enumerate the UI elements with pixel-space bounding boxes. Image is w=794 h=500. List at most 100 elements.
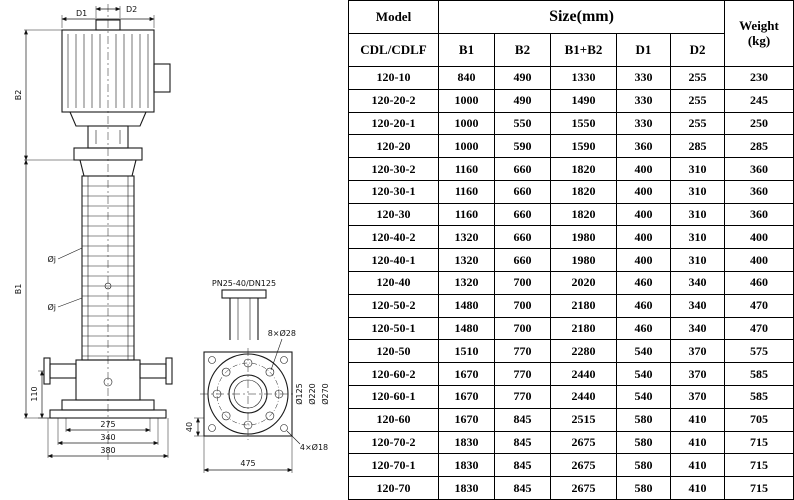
header-col-b1: B1: [438, 33, 495, 67]
value-cell: 1550: [550, 111, 617, 136]
value-cell: 585: [724, 384, 794, 409]
header-weight-unit: (kg): [747, 32, 771, 48]
value-cell: 370: [669, 384, 726, 409]
value-cell: 400: [724, 248, 794, 273]
value-cell: 540: [616, 362, 671, 386]
value-cell: 1670: [438, 384, 495, 409]
value-cell: 2180: [550, 293, 617, 318]
value-cell: 715: [724, 453, 794, 478]
flange-dimensions: 8×Ø28 Ø125 Ø220 Ø270 4×Ø18 40 475: [185, 328, 330, 473]
value-cell: 1320: [438, 225, 495, 250]
model-cell: 120-50-1: [348, 316, 439, 341]
phi-j1-label: Øj: [47, 254, 56, 264]
base-holes-label: 4×Ø18: [300, 442, 328, 452]
value-cell: 1820: [550, 202, 617, 227]
value-cell: 340: [669, 316, 726, 341]
value-cell: 585: [724, 362, 794, 386]
value-cell: 2020: [550, 271, 617, 295]
pump-column: [79, 159, 137, 361]
value-cell: 1830: [438, 430, 495, 455]
value-cell: 360: [616, 134, 671, 159]
value-cell: 310: [669, 225, 726, 250]
value-cell: 660: [494, 202, 551, 227]
value-cell: 845: [494, 476, 551, 500]
value-cell: 700: [494, 271, 551, 295]
discharge-port: [139, 363, 167, 379]
dim-d270-label: Ø270: [320, 383, 330, 405]
value-cell: 460: [724, 271, 794, 295]
value-cell: 1980: [550, 248, 617, 273]
value-cell: 370: [669, 362, 726, 386]
spec-table-wrap: Model Size(mm) Weight (kg) CDL/CDLF B1 B…: [348, 0, 794, 500]
value-cell: 660: [494, 157, 551, 181]
model-cell: 120-20: [348, 134, 439, 159]
value-cell: 705: [724, 407, 794, 432]
value-cell: 1820: [550, 157, 617, 181]
value-cell: 340: [669, 293, 726, 318]
header-col-b2: B2: [494, 33, 551, 67]
dim-d220-label: Ø220: [307, 383, 317, 405]
model-cell: 120-40-1: [348, 248, 439, 273]
motor: [61, 19, 171, 113]
dim-275-label: 275: [100, 420, 115, 429]
port-callouts: Øj Øj: [47, 247, 83, 312]
model-cell: 120-70-2: [348, 430, 439, 455]
value-cell: 2675: [550, 453, 617, 478]
flange-top-view: [200, 348, 296, 440]
value-cell: 2675: [550, 476, 617, 500]
discharge-section-view: PN25-40/DN125: [212, 279, 276, 340]
value-cell: 1160: [438, 179, 495, 204]
value-cell: 575: [724, 339, 794, 364]
header-col-b1b2: B1+B2: [550, 33, 617, 67]
value-cell: 410: [669, 453, 726, 478]
value-cell: 460: [616, 271, 671, 295]
suction-port: [49, 363, 77, 379]
model-cell: 120-50: [348, 339, 439, 364]
value-cell: 1320: [438, 248, 495, 273]
value-cell: 1980: [550, 225, 617, 250]
value-cell: 660: [494, 179, 551, 204]
value-cell: 330: [616, 111, 671, 136]
value-cell: 310: [669, 179, 726, 204]
dim-b1-label: B1: [14, 284, 23, 295]
value-cell: 1590: [550, 134, 617, 159]
base-hole: [280, 356, 288, 364]
value-cell: 460: [616, 293, 671, 318]
value-cell: 490: [494, 66, 551, 90]
dim-340-label: 340: [100, 433, 115, 442]
value-cell: 1160: [438, 202, 495, 227]
value-cell: 470: [724, 293, 794, 318]
value-cell: 770: [494, 362, 551, 386]
value-cell: 2440: [550, 384, 617, 409]
value-cell: 360: [724, 202, 794, 227]
model-cell: 120-70: [348, 476, 439, 500]
value-cell: 1490: [550, 88, 617, 113]
value-cell: 310: [669, 202, 726, 227]
value-cell: 400: [616, 225, 671, 250]
value-cell: 330: [616, 66, 671, 90]
value-cell: 360: [724, 179, 794, 204]
model-cell: 120-40: [348, 271, 439, 295]
dim-40-label: 40: [185, 422, 194, 432]
value-cell: 1830: [438, 453, 495, 478]
value-cell: 2440: [550, 362, 617, 386]
value-cell: 540: [616, 384, 671, 409]
dim-110-label: 110: [30, 386, 39, 401]
value-cell: 2515: [550, 407, 617, 432]
value-cell: 2180: [550, 316, 617, 341]
value-cell: 400: [616, 248, 671, 273]
model-cell: 120-60: [348, 407, 439, 432]
model-cell: 120-30: [348, 202, 439, 227]
base-hole: [208, 356, 216, 364]
value-cell: 310: [669, 157, 726, 181]
value-cell: 2675: [550, 430, 617, 455]
